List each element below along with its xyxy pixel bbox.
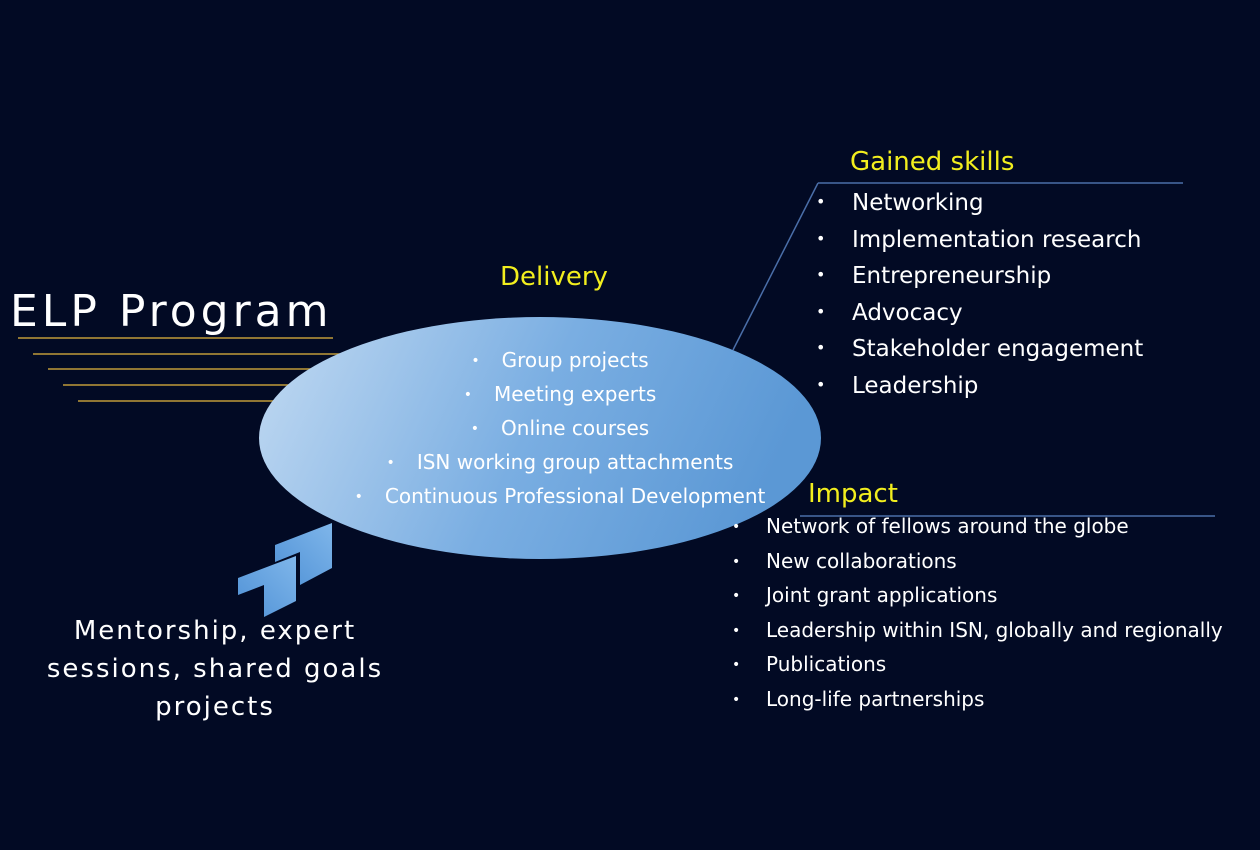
impact-list: •Network of fellows around the globe •Ne… xyxy=(732,511,1223,718)
impact-item: •Network of fellows around the globe xyxy=(732,514,1129,538)
impact-label: Joint grant applications xyxy=(766,583,998,607)
delivery-heading: Delivery xyxy=(500,262,608,292)
skill-item: •Stakeholder engagement xyxy=(816,336,1144,362)
mentorship-line: Mentorship, expert xyxy=(73,616,357,646)
skill-item: •Networking xyxy=(816,190,984,216)
gained-skills-list: •Networking •Implementation research •En… xyxy=(816,186,1143,405)
impact-label: Publications xyxy=(766,652,887,676)
skill-label: Entrepreneurship xyxy=(852,263,1052,289)
impact-item: •Long-life partnerships xyxy=(732,686,985,711)
program-title: ELP Program xyxy=(10,286,333,337)
skill-item: •Implementation research xyxy=(816,226,1142,253)
double-chevron-arrow-icon xyxy=(238,523,332,617)
skill-item: •Entrepreneurship xyxy=(816,263,1052,289)
skill-label: Stakeholder engagement xyxy=(852,336,1144,362)
mentorship-line: projects xyxy=(155,692,275,722)
impact-label: Long-life partnerships xyxy=(766,686,985,711)
delivery-list: Group projects Meeting experts Online co… xyxy=(330,345,790,515)
skill-label: Implementation research xyxy=(852,226,1142,253)
skill-label: Leadership xyxy=(852,372,979,399)
impact-item: •New collaborations xyxy=(732,548,957,573)
delivery-item: ISN working group attachments xyxy=(330,447,790,481)
impact-item: •Leadership within ISN, globally and reg… xyxy=(732,617,1223,642)
delivery-item: Meeting experts xyxy=(330,379,790,413)
delivery-item: Group projects xyxy=(330,345,790,379)
impact-label: Leadership within ISN, globally and regi… xyxy=(766,617,1223,642)
skills-connector-line xyxy=(732,182,1183,351)
skill-item: •Advocacy xyxy=(816,299,963,326)
impact-label: Network of fellows around the globe xyxy=(766,514,1129,538)
skill-label: Advocacy xyxy=(852,299,963,326)
impact-heading: Impact xyxy=(808,479,898,509)
skill-label: Networking xyxy=(852,190,984,216)
delivery-item: Continuous Professional Development xyxy=(330,481,790,515)
impact-item: •Joint grant applications xyxy=(732,583,998,607)
skill-item: •Leadership xyxy=(816,372,979,399)
mentorship-line: sessions, shared goals xyxy=(46,654,384,684)
mentorship-caption: Mentorship, expert sessions, shared goal… xyxy=(30,612,400,726)
impact-label: New collaborations xyxy=(766,548,957,573)
gained-skills-heading: Gained skills xyxy=(850,147,1015,177)
impact-item: •Publications xyxy=(732,652,887,676)
delivery-item: Online courses xyxy=(330,413,790,447)
